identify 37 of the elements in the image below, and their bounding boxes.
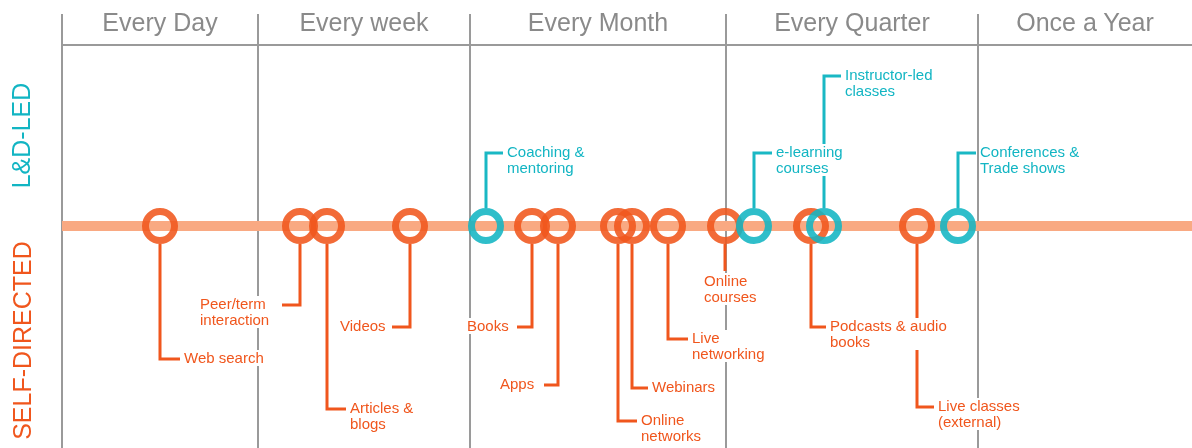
marker-ring xyxy=(806,208,842,244)
column-header: Every Quarter xyxy=(773,8,931,37)
column-header: Every Month xyxy=(526,8,670,37)
leader-line xyxy=(517,244,534,329)
leader-line xyxy=(666,244,688,341)
callout-text: Articles & blogs xyxy=(350,400,416,432)
leader-line xyxy=(723,244,727,271)
marker-ring xyxy=(899,208,935,244)
marker-ring xyxy=(514,208,550,244)
leader-line xyxy=(809,244,826,329)
leader-line xyxy=(484,151,503,208)
leader-line xyxy=(616,244,637,423)
marker-ring xyxy=(600,208,636,244)
leader-line xyxy=(158,244,180,361)
marker-ring xyxy=(540,208,576,244)
leader-line xyxy=(325,244,346,411)
leader-line xyxy=(630,244,648,390)
leader-line xyxy=(544,244,560,387)
marker-ring xyxy=(793,208,829,244)
marker-ring xyxy=(736,208,772,244)
leader-line xyxy=(752,151,772,208)
leader-line xyxy=(392,244,412,329)
leader-line xyxy=(956,151,976,208)
marker-ring xyxy=(142,208,178,244)
marker-ring xyxy=(309,208,345,244)
row-label: SELF-DIRECTED xyxy=(7,240,37,440)
leader-line xyxy=(282,244,302,307)
column-header: Every week xyxy=(298,8,430,37)
marker-ring xyxy=(650,208,686,244)
column-header: Every Day xyxy=(101,8,219,37)
row-label: L&D-LED xyxy=(7,82,37,188)
marker-ring xyxy=(468,208,504,244)
marker-ring xyxy=(614,208,650,244)
column-header: Once a Year xyxy=(1015,8,1155,37)
callout-text: Videos xyxy=(340,318,388,334)
marker-ring xyxy=(392,208,428,244)
marker-ring xyxy=(940,208,976,244)
